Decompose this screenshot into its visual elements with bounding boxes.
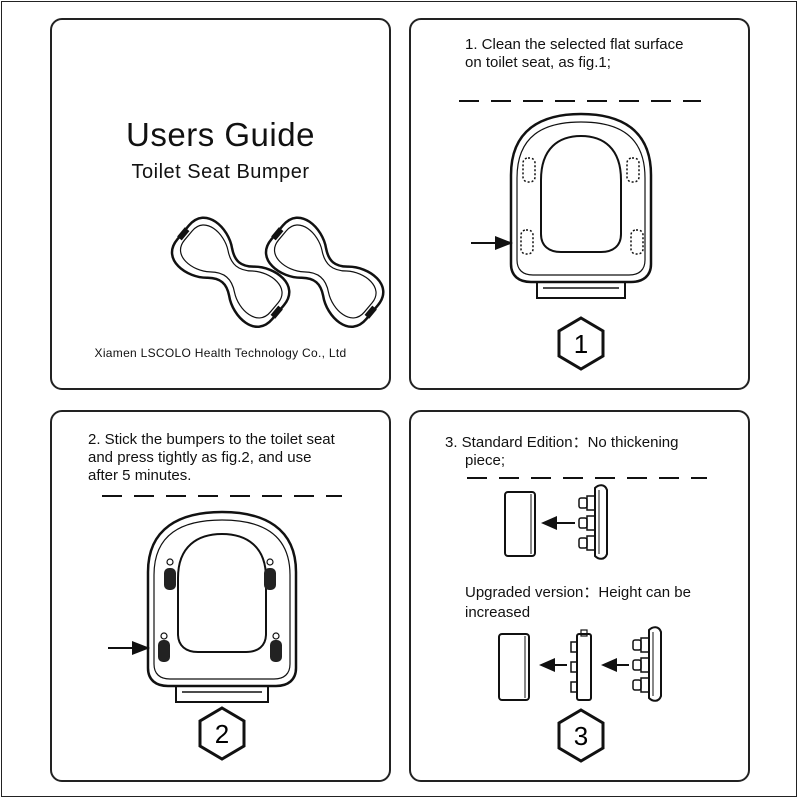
step3-panel: 3. Standard Edition：No thickening piece;… [409, 410, 750, 782]
thickening-piece-icon [570, 629, 592, 701]
standard-edition-line2: piece; [465, 452, 506, 469]
fig3-illustration: 3 [467, 477, 707, 763]
step1-line1: 1. Clean the selected flat surface [465, 36, 684, 53]
bumper-icon [264, 216, 385, 328]
standard-edition-line1: 3. Standard Edition：No thickening [445, 434, 679, 451]
bumper-pair-illustration [170, 216, 385, 328]
toilet-seat-icon [578, 484, 608, 560]
fig1-illustration: 1 [459, 100, 701, 371]
hexagon-icon: 2 [198, 706, 246, 761]
bumper-icon [504, 491, 536, 557]
upgraded-version-line2: increased [465, 604, 531, 621]
arrow-left-icon [541, 516, 575, 530]
step1-line2: on toilet seat, as fig.1; [465, 54, 611, 71]
toilet-seat-icon [146, 510, 298, 703]
fig2-illustration: 2 [102, 495, 342, 761]
arrow-right-icon [108, 641, 150, 655]
step2-badge-number: 2 [215, 719, 229, 749]
company-name: Xiamen LSCOLO Health Technology Co., Ltd [94, 346, 347, 360]
step2-line3: after 5 minutes. [88, 467, 192, 484]
step2-line1: 2. Stick the bumpers to the toilet seat [88, 431, 335, 448]
step1-badge-number: 1 [574, 329, 588, 359]
guide-subtitle: Toilet Seat Bumper [131, 161, 310, 183]
step1-panel: 1. Clean the selected flat surface on to… [409, 18, 750, 390]
step2-instruction: 2. Stick the bumpers to the toilet seat … [88, 431, 378, 485]
bumper-icon [498, 633, 530, 701]
step2-line2: and press tightly as fig.2, and use [88, 449, 312, 466]
step3-badge-number: 3 [574, 721, 588, 751]
cover-panel: Users Guide Toilet Seat Bumper Xiamen LS… [50, 18, 391, 390]
toilet-seat-icon [632, 626, 662, 702]
hexagon-icon: 1 [557, 316, 605, 371]
bumper-icon [170, 216, 291, 328]
hexagon-icon: 3 [557, 708, 605, 763]
toilet-seat-icon [509, 112, 653, 299]
arrow-right-icon [471, 236, 513, 250]
step2-panel: 2. Stick the bumpers to the toilet seat … [50, 410, 391, 782]
upgraded-version-line1: Upgraded version：Height can be [465, 584, 691, 601]
guide-title: Users Guide [126, 116, 315, 153]
arrow-left-icon [539, 658, 567, 672]
arrow-left-icon [601, 658, 629, 672]
step1-instruction: 1. Clean the selected flat surface on to… [465, 36, 745, 72]
